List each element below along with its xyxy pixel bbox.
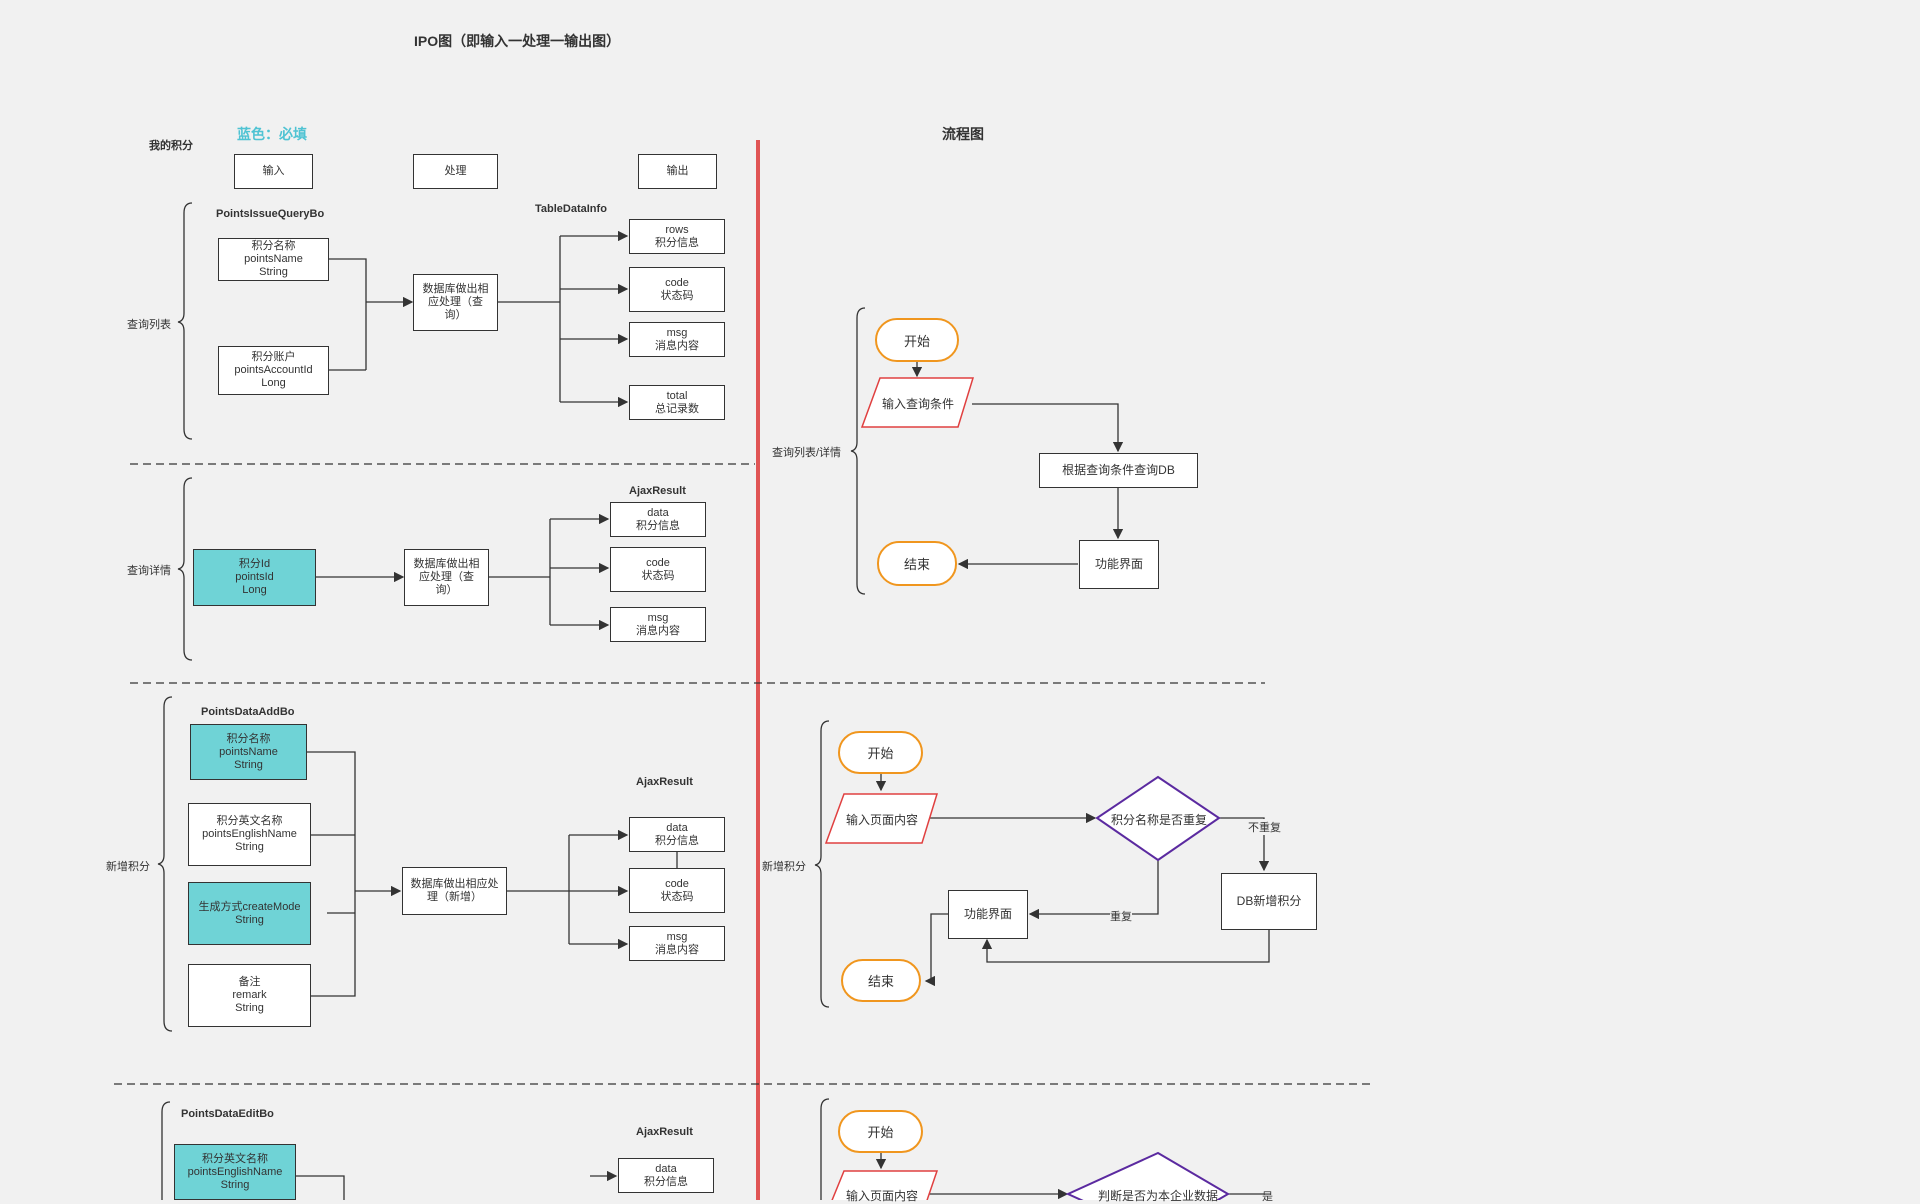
output-rows: rows 积分信息 xyxy=(629,219,725,254)
brace-query-detail xyxy=(177,477,193,661)
flow1-label: 查询列表/详情 xyxy=(772,447,842,459)
flow1-ui: 功能界面 xyxy=(1079,540,1159,589)
flow2-decision: 积分名称是否重复 xyxy=(1111,813,1208,827)
flow2-start: 开始 xyxy=(838,731,923,774)
result-ajax-edit: AjaxResult xyxy=(636,1126,693,1138)
header-input: 输入 xyxy=(234,154,313,189)
result-ajax-detail: AjaxResult xyxy=(629,485,686,497)
flow3-input-shape xyxy=(831,1170,939,1200)
add-bo-name: PointsDataAddBo xyxy=(201,706,295,718)
output-total: total 总记录数 xyxy=(629,385,725,420)
flow3-decision: 判断是否为本企业数据 xyxy=(1098,1189,1219,1203)
brace-add xyxy=(157,696,173,1032)
field-points-id: 积分Id pointsId Long xyxy=(193,549,316,606)
flow2-input: 输入页面内容 xyxy=(846,813,919,827)
detail-output-data: data 积分信息 xyxy=(610,502,706,537)
field-points-name: 积分名称 pointsName String xyxy=(218,238,329,281)
decision-enterprise-shape xyxy=(1065,1151,1230,1200)
result-table-data-info: TableDataInfo xyxy=(535,203,607,215)
add-field-english-name: 积分英文名称 pointsEnglishName String xyxy=(188,803,311,866)
header-output: 输出 xyxy=(638,154,717,189)
legend-note: 蓝色：必填 xyxy=(237,126,307,142)
detail-output-msg: msg 消息内容 xyxy=(610,607,706,642)
flow3-yes: 是 xyxy=(1262,1191,1273,1203)
process-add: 数据库做出相应处 理（新增） xyxy=(402,867,507,915)
add-field-points-name: 积分名称 pointsName String xyxy=(190,724,307,780)
add-label: 新增积分 xyxy=(106,861,150,873)
field-points-account: 积分账户 pointsAccountId Long xyxy=(218,346,329,395)
add-field-create-mode: 生成方式createMode String xyxy=(188,882,311,945)
brace-flow1 xyxy=(850,307,866,595)
flow3-start: 开始 xyxy=(838,1110,923,1153)
edit-output-data: data 积分信息 xyxy=(618,1158,714,1193)
flow2-label: 新增积分 xyxy=(762,861,806,873)
flow2-dup: 重复 xyxy=(1110,908,1132,924)
detail-output-code: code 状态码 xyxy=(610,547,706,592)
flow1-query-db: 根据查询条件查询DB xyxy=(1039,453,1198,488)
brace-edit xyxy=(161,1101,171,1200)
flow1-end: 结束 xyxy=(877,541,957,586)
result-ajax-add: AjaxResult xyxy=(636,776,693,788)
add-output-data: data 积分信息 xyxy=(629,817,725,852)
edit-field-english-name: 积分英文名称 pointsEnglishName String xyxy=(174,1144,296,1200)
add-output-code: code 状态码 xyxy=(629,868,725,913)
module-label: 我的积分 xyxy=(149,140,193,152)
flow-title: 流程图 xyxy=(942,126,984,142)
edit-bo-name: PointsDataEditBo xyxy=(181,1108,274,1120)
brace-flow2 xyxy=(814,720,830,1008)
query-bo-name: PointsIssueQueryBo xyxy=(216,208,325,220)
flow2-input-shape xyxy=(824,793,939,844)
process-query: 数据库做出相 应处理（查 询） xyxy=(413,274,498,331)
flow1-start: 开始 xyxy=(875,318,959,362)
add-field-remark: 备注 remark String xyxy=(188,964,311,1027)
brace-flow3 xyxy=(820,1098,830,1200)
flow1-input-shape xyxy=(860,377,975,428)
flow2-ui: 功能界面 xyxy=(948,890,1028,939)
flow2-end: 结束 xyxy=(841,959,921,1002)
query-detail-label: 查询详情 xyxy=(127,565,171,577)
decision-duplicate-shape xyxy=(1095,775,1221,862)
process-query-detail: 数据库做出相 应处理（查 询） xyxy=(404,549,489,606)
brace-query-list xyxy=(177,202,193,440)
flow2-no-dup: 不重复 xyxy=(1248,819,1281,835)
output-code: code 状态码 xyxy=(629,267,725,312)
add-output-msg: msg 消息内容 xyxy=(629,926,725,961)
flow1-input: 输入查询条件 xyxy=(882,397,955,411)
output-msg: msg 消息内容 xyxy=(629,322,725,357)
query-list-label: 查询列表 xyxy=(127,319,171,331)
header-process: 处理 xyxy=(413,154,498,189)
page-title: IPO图（即输入一处理一输出图） xyxy=(414,33,621,49)
flow2-db-add: DB新增积分 xyxy=(1221,873,1317,930)
flow3-input: 输入页面内容 xyxy=(846,1189,919,1203)
